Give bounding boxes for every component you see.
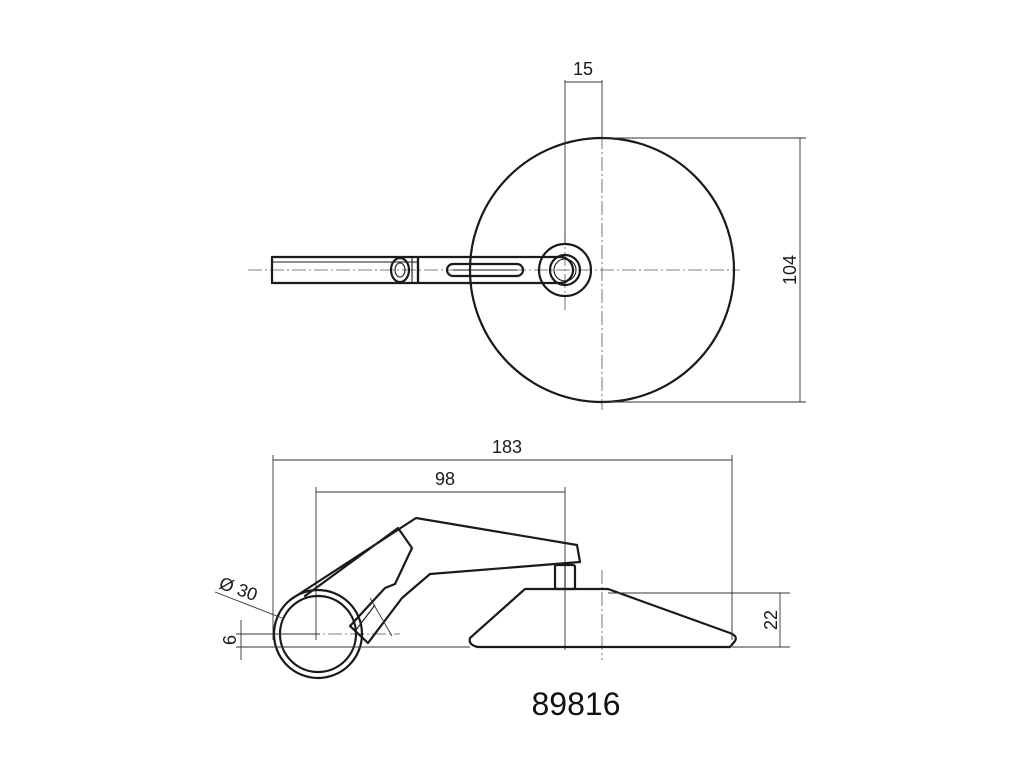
dim-6-label: 6 bbox=[220, 635, 240, 645]
joint-knob-inner bbox=[394, 262, 406, 278]
pivot-boss-inner bbox=[548, 253, 582, 287]
dim-30-label: Ø 30 bbox=[217, 573, 261, 605]
dim-30-leader bbox=[214, 591, 283, 619]
top-view: 15 104 bbox=[248, 59, 806, 410]
arm-slot bbox=[445, 262, 525, 278]
arm-body bbox=[416, 255, 575, 285]
mirror-housing-side bbox=[468, 587, 737, 649]
joint-knob bbox=[389, 256, 411, 284]
dim-22-label: 22 bbox=[761, 610, 781, 630]
part-number: 89816 bbox=[532, 686, 621, 722]
dim-98-label: 98 bbox=[435, 469, 455, 489]
clamp-gap-line bbox=[369, 597, 393, 637]
pivot-boss-core bbox=[553, 258, 577, 282]
dim-104-label: 104 bbox=[780, 255, 800, 285]
clamp-arm-inner-line bbox=[355, 604, 376, 631]
dim-15-label: 15 bbox=[573, 59, 593, 79]
side-view: 183 98 22 6 Ø 30 bbox=[214, 437, 790, 680]
clamp-arm bbox=[288, 516, 582, 645]
dim-183-label: 183 bbox=[492, 437, 522, 457]
